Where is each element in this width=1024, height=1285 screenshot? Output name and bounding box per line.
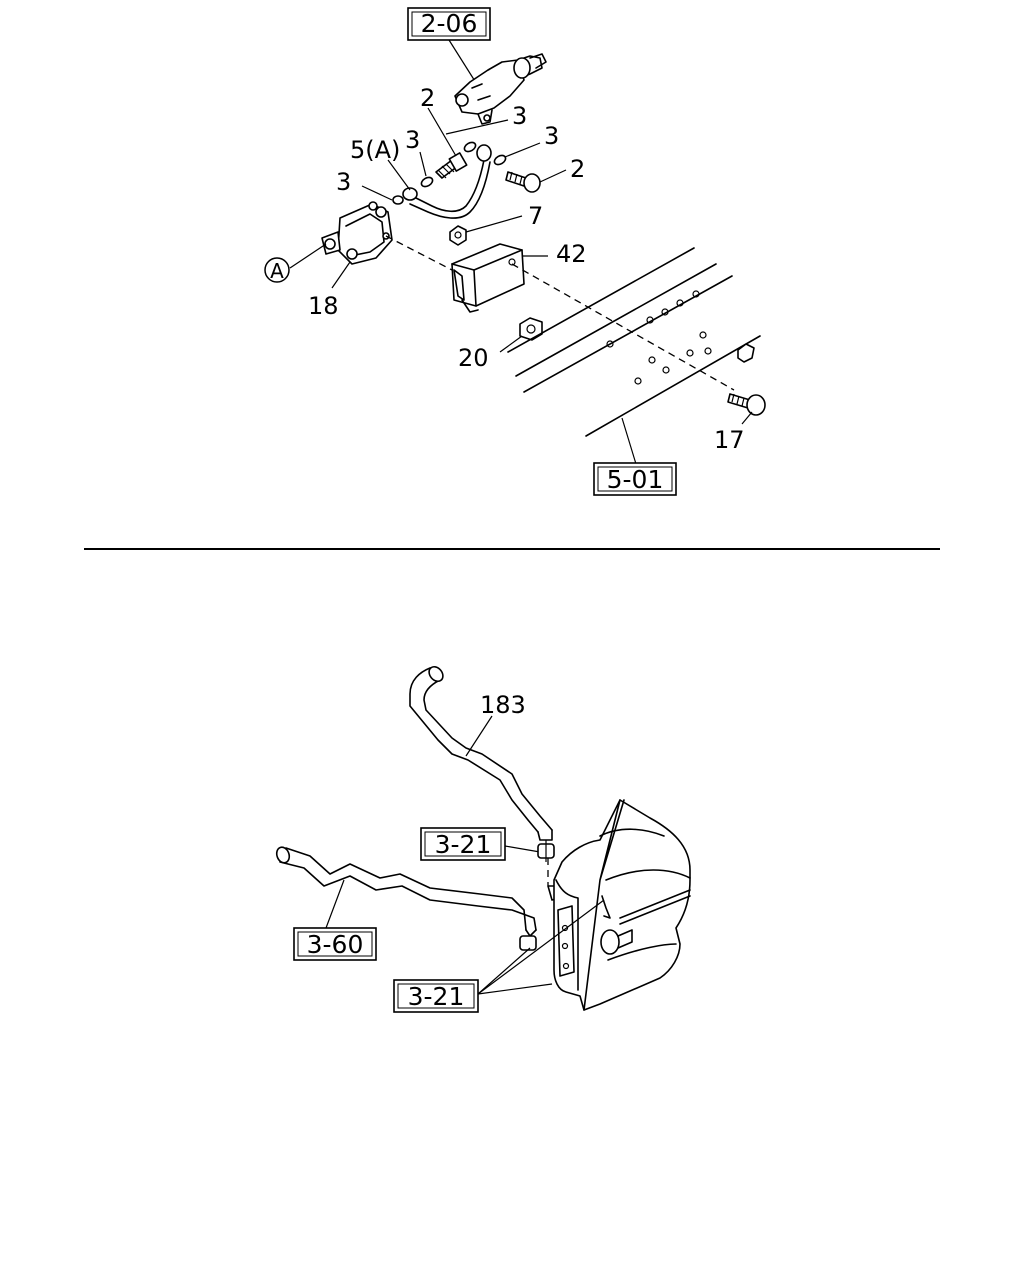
callout-20: 20 <box>458 344 489 372</box>
leader-2-left <box>427 107 457 157</box>
reservoir-tank <box>553 799 691 1011</box>
dashed-mount-line-1 <box>385 235 453 271</box>
hose-3-60 <box>275 846 537 937</box>
ref-box-3-21-bottom-label: 3-21 <box>408 982 465 1011</box>
leader-7 <box>465 215 523 233</box>
callout-3-left: 3 <box>336 168 351 196</box>
leader-3-mid <box>419 151 427 177</box>
leader-3-21-bottom-c <box>477 983 553 995</box>
ref-box-3-60[interactable]: 3-60 <box>293 927 377 961</box>
circle-marker-A-label: A <box>270 259 284 283</box>
hose-183 <box>409 665 553 841</box>
nut-20 <box>519 317 543 341</box>
master-cylinder <box>454 53 547 125</box>
callout-7: 7 <box>528 202 543 230</box>
bracket-18 <box>321 201 393 265</box>
leader-A <box>289 243 327 269</box>
clamp-top <box>537 840 555 862</box>
leader-3-right <box>504 142 541 158</box>
ref-box-3-21-top-label: 3-21 <box>435 830 492 859</box>
washer-3-right <box>493 154 507 166</box>
callout-3-top: 3 <box>512 102 527 130</box>
bolt-17 <box>727 393 766 416</box>
callout-17: 17 <box>714 426 745 454</box>
leader-18 <box>331 261 351 289</box>
callout-2-right: 2 <box>570 155 585 183</box>
callout-18: 18 <box>308 292 339 320</box>
frame-rail <box>507 247 761 437</box>
leader-17 <box>741 411 753 425</box>
leader-3-21-top <box>504 845 541 853</box>
callout-3-right: 3 <box>544 122 559 150</box>
ref-box-5-01[interactable]: 5-01 <box>593 462 677 496</box>
leader-3-21-bottom-a <box>477 947 531 995</box>
ref-box-3-21-bottom[interactable]: 3-21 <box>393 979 479 1013</box>
bolt-2-right <box>505 171 541 193</box>
leader-2-right <box>539 169 567 183</box>
ref-box-3-60-label: 3-60 <box>307 930 364 959</box>
leader-183 <box>465 715 493 757</box>
bolt-2-left <box>435 152 468 179</box>
clamp-bottom <box>519 935 537 951</box>
leader-5-01 <box>621 417 637 465</box>
ref-box-2-06-label: 2-06 <box>421 9 478 38</box>
leader-3-21-bottom-b <box>477 899 605 995</box>
callout-2-left: 2 <box>420 84 435 112</box>
ref-box-5-01-label: 5-01 <box>607 465 664 494</box>
leader-5A <box>387 159 411 191</box>
bottom-diagram: 183 3-21 3-60 <box>275 665 691 1013</box>
circle-marker-A: A <box>264 257 290 283</box>
callout-42: 42 <box>556 240 587 268</box>
top-diagram: 2-06 2 3 3 <box>264 7 766 496</box>
leader-3-60 <box>325 879 345 929</box>
leader-20 <box>499 335 523 353</box>
ref-box-3-21-top[interactable]: 3-21 <box>420 827 506 861</box>
leader-3-left <box>361 185 393 201</box>
leader-3-top <box>445 119 509 135</box>
ref-box-2-06[interactable]: 2-06 <box>407 7 491 41</box>
callout-5A: 5(A) <box>350 136 400 164</box>
dashed-mount-line-2 <box>511 263 735 391</box>
nut-7 <box>449 225 467 246</box>
control-module-42 <box>451 243 525 313</box>
washer-3-top <box>463 141 477 153</box>
callout-3-mid: 3 <box>405 126 420 154</box>
brake-pipe <box>392 144 492 219</box>
leader-2-06 <box>448 39 479 87</box>
washer-3-mid <box>420 176 434 188</box>
callout-183: 183 <box>480 691 526 719</box>
